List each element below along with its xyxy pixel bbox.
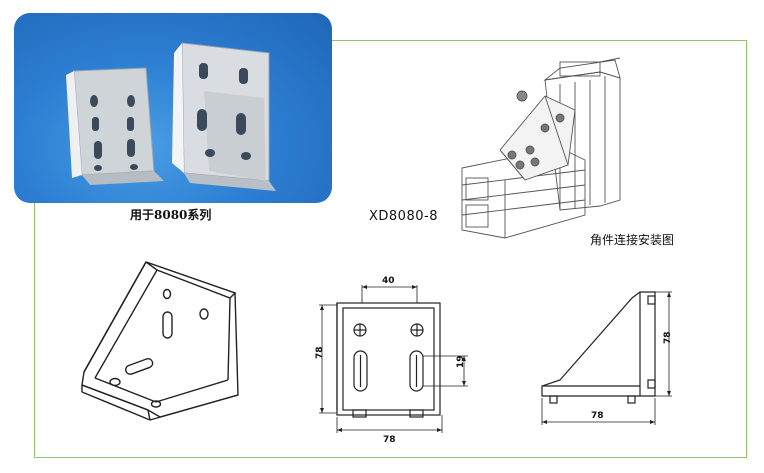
- dim-front-top-width: 40: [382, 276, 395, 286]
- bracket-photo-image: [66, 42, 276, 191]
- dim-front-bottom-width: 78: [383, 435, 396, 445]
- side-view-drawing: [541, 291, 672, 425]
- product-photo: [14, 13, 332, 203]
- content-frame: [34, 40, 747, 458]
- dim-side-height: 78: [663, 331, 673, 344]
- dim-side-bottom-width: 78: [591, 411, 604, 421]
- installation-caption: 角件连接安装图: [590, 233, 675, 247]
- photo-caption: 用于8080系列: [130, 208, 212, 222]
- dim-front-height: 78: [315, 346, 325, 359]
- front-view-drawing: [319, 285, 468, 433]
- installation-diagram: [461, 57, 621, 239]
- isometric-bracket-drawing: [81, 261, 239, 421]
- dim-front-slot: 19: [456, 355, 466, 368]
- model-number: XD8080-8: [369, 209, 438, 224]
